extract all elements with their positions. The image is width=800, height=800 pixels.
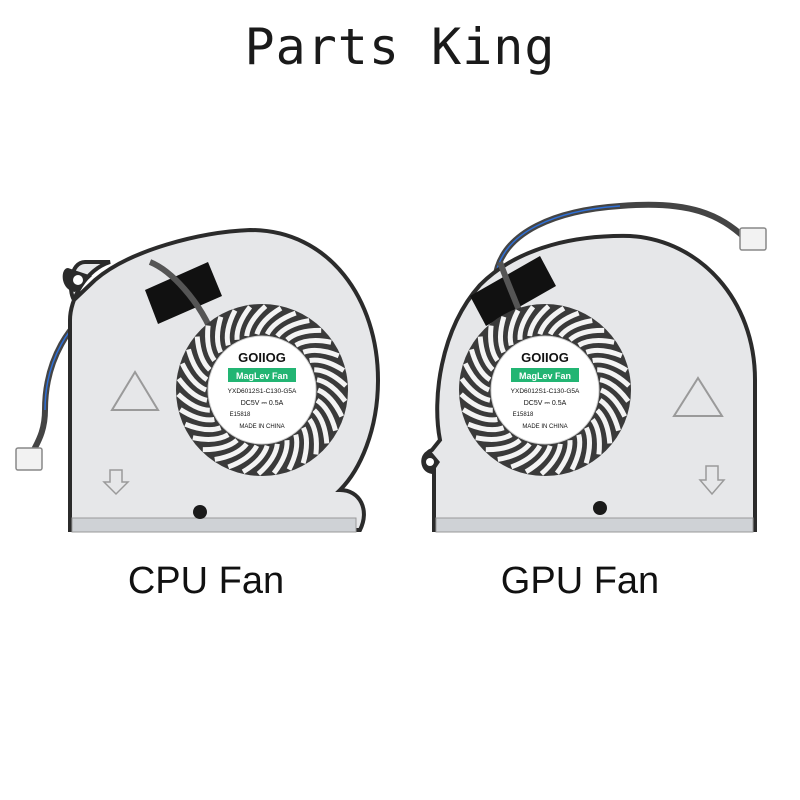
fan-blade <box>186 348 209 382</box>
fan-blade <box>234 305 253 341</box>
fan-blade <box>558 318 593 338</box>
fan-blade <box>524 444 553 474</box>
fan-blade <box>527 304 551 337</box>
fan-blade <box>597 367 631 388</box>
gpu-fan-caption: GPU Fan <box>500 560 660 602</box>
fan-blade <box>192 432 230 442</box>
fan-blade <box>264 310 297 336</box>
gpu-fan-blades <box>459 304 631 476</box>
cpu-fan: GOIIOG MagLev Fan YXD6012S1-C130-G5A DC5… <box>15 227 381 533</box>
fan-blade <box>477 336 495 372</box>
fan-blade <box>537 306 566 336</box>
cpu-fan-tape <box>145 262 222 324</box>
gpu-fan-connector <box>739 227 767 251</box>
gpu-label-origin: MADE IN CHINA <box>522 424 567 430</box>
gpu-fan-base-strip <box>435 517 754 533</box>
fan-blade <box>205 325 217 362</box>
fan-blade <box>539 443 563 476</box>
fan-blade <box>180 362 208 393</box>
fan-blade <box>285 327 322 342</box>
gpu-label-brand: GOIIOG <box>521 350 569 365</box>
fan-blade <box>286 434 300 471</box>
fan-blade <box>256 443 280 476</box>
cpu-fan-connector <box>15 447 43 471</box>
fan-blade <box>583 426 593 464</box>
fan-blade <box>599 387 627 418</box>
fan-blade <box>294 338 332 348</box>
fan-blade <box>314 367 348 388</box>
fan-blade <box>497 316 507 354</box>
cpu-label-brand: GOIIOG <box>238 350 286 365</box>
gpu-fan-arrow-icon <box>698 465 726 496</box>
fan-blade <box>307 418 319 455</box>
fan-blade <box>569 434 583 471</box>
fan-blade <box>547 310 580 336</box>
fan-blade <box>475 432 513 442</box>
fan-blade <box>316 387 344 418</box>
fan-blade <box>592 357 629 373</box>
fan-blade <box>469 348 492 382</box>
cpu-label-type: MagLev Fan <box>236 371 288 381</box>
fan-blade <box>554 439 573 475</box>
fan-blade <box>227 444 260 470</box>
fan-blade <box>461 407 498 423</box>
fan-blade <box>241 444 270 474</box>
fan-blade <box>224 309 238 346</box>
fan-blade <box>184 421 222 433</box>
fan-blade <box>585 347 623 359</box>
cpu-label-cert: E15818 <box>230 412 251 418</box>
cpu-fan-warning-icon <box>110 370 160 411</box>
fan-blade <box>271 439 290 475</box>
cpu-fan-blades <box>176 304 348 476</box>
fan-blade <box>275 318 310 338</box>
fan-blade <box>176 392 210 413</box>
cpu-label-rating: DC5V ⎓ 0.5A <box>241 400 284 407</box>
gpu-label-type: MagLev Fan <box>519 371 571 381</box>
fan-blade <box>244 304 268 337</box>
fan-blade <box>300 426 310 464</box>
fan-blade <box>568 327 605 342</box>
fan-blade <box>459 377 491 403</box>
fan-blade <box>194 336 212 372</box>
fan-blade <box>254 306 283 336</box>
fan-blade <box>599 377 631 403</box>
gpu-label-model: YXD6012S1-C130-G5A <box>511 388 580 395</box>
fan-blade <box>497 442 532 462</box>
fan-blade <box>485 438 522 453</box>
fan-blade <box>214 442 249 462</box>
cpu-label-model: YXD6012S1-C130-G5A <box>228 388 297 395</box>
fan-blade <box>214 316 224 354</box>
fan-blade <box>176 377 208 403</box>
fan-blade <box>595 408 613 444</box>
fan-blade <box>507 309 521 346</box>
fan-blade <box>202 438 239 453</box>
fan-blade <box>302 347 340 359</box>
gpu-label-cert: E15818 <box>513 412 534 418</box>
gpu-label-rating: DC5V ⎓ 0.5A <box>524 400 567 407</box>
fan-blade <box>510 444 543 470</box>
fan-blade <box>467 421 505 433</box>
cpu-label-origin: MADE IN CHINA <box>239 424 284 430</box>
fan-blade <box>459 392 493 413</box>
gpu-fan-warning-icon <box>672 376 724 417</box>
fan-blade <box>312 408 330 444</box>
fan-blade <box>463 362 491 393</box>
cpu-fan-caption: CPU Fan <box>127 560 285 602</box>
shop-title: Parts King <box>244 18 556 76</box>
fan-blade <box>598 398 621 432</box>
fan-blade <box>316 377 348 403</box>
fan-blade <box>315 398 338 432</box>
fan-blade <box>309 357 346 373</box>
fan-blade <box>590 418 602 455</box>
cpu-fan-base-strip <box>71 517 357 533</box>
fan-blade <box>517 305 536 341</box>
fan-blade <box>488 325 500 362</box>
cpu-fan-arrow-icon <box>102 469 130 496</box>
fan-blade <box>178 407 215 423</box>
fan-blade <box>577 338 615 348</box>
gpu-fan: GOIIOG MagLev Fan YXD6012S1-C130-G5A DC5… <box>421 201 767 533</box>
